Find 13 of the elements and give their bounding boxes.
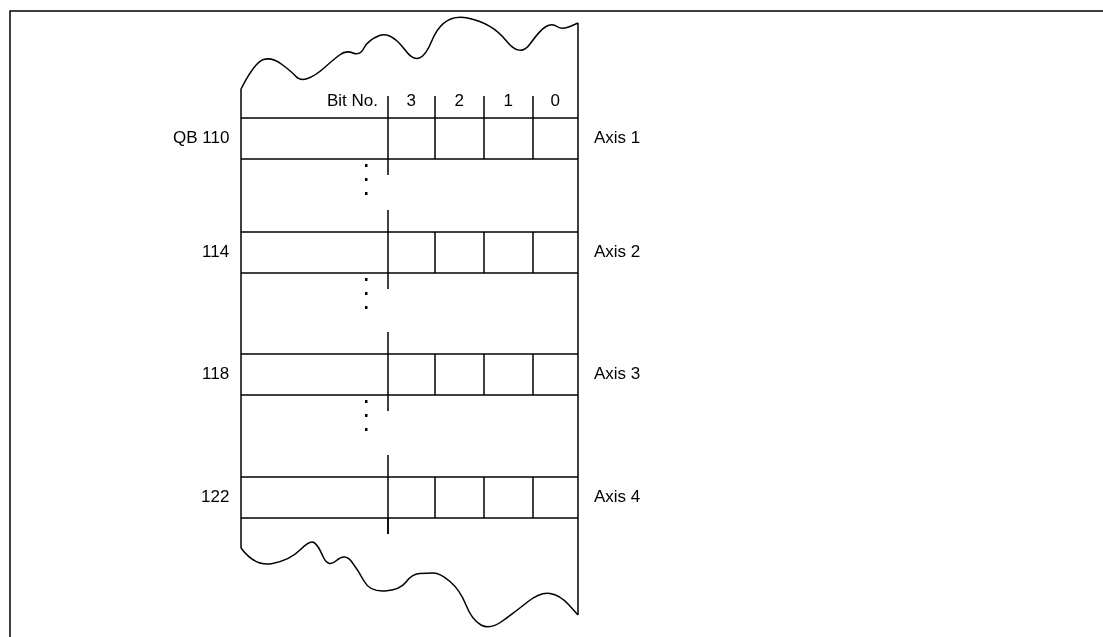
bit-number: 3 <box>406 91 416 111</box>
address-label: 122 <box>201 487 230 507</box>
bit-number: 1 <box>503 91 513 111</box>
axis-label: Axis 3 <box>594 364 641 384</box>
column-header: Bit No. <box>327 91 379 111</box>
bit-number: 0 <box>550 91 560 111</box>
address-label: 114 <box>202 242 230 262</box>
bit-number: 2 <box>454 91 464 111</box>
axis-label: Axis 2 <box>594 242 641 262</box>
address-label: QB 110 <box>173 128 230 148</box>
axis-label: Axis 1 <box>594 128 641 148</box>
address-label: 118 <box>202 364 230 384</box>
axis-label: Axis 4 <box>594 487 641 507</box>
